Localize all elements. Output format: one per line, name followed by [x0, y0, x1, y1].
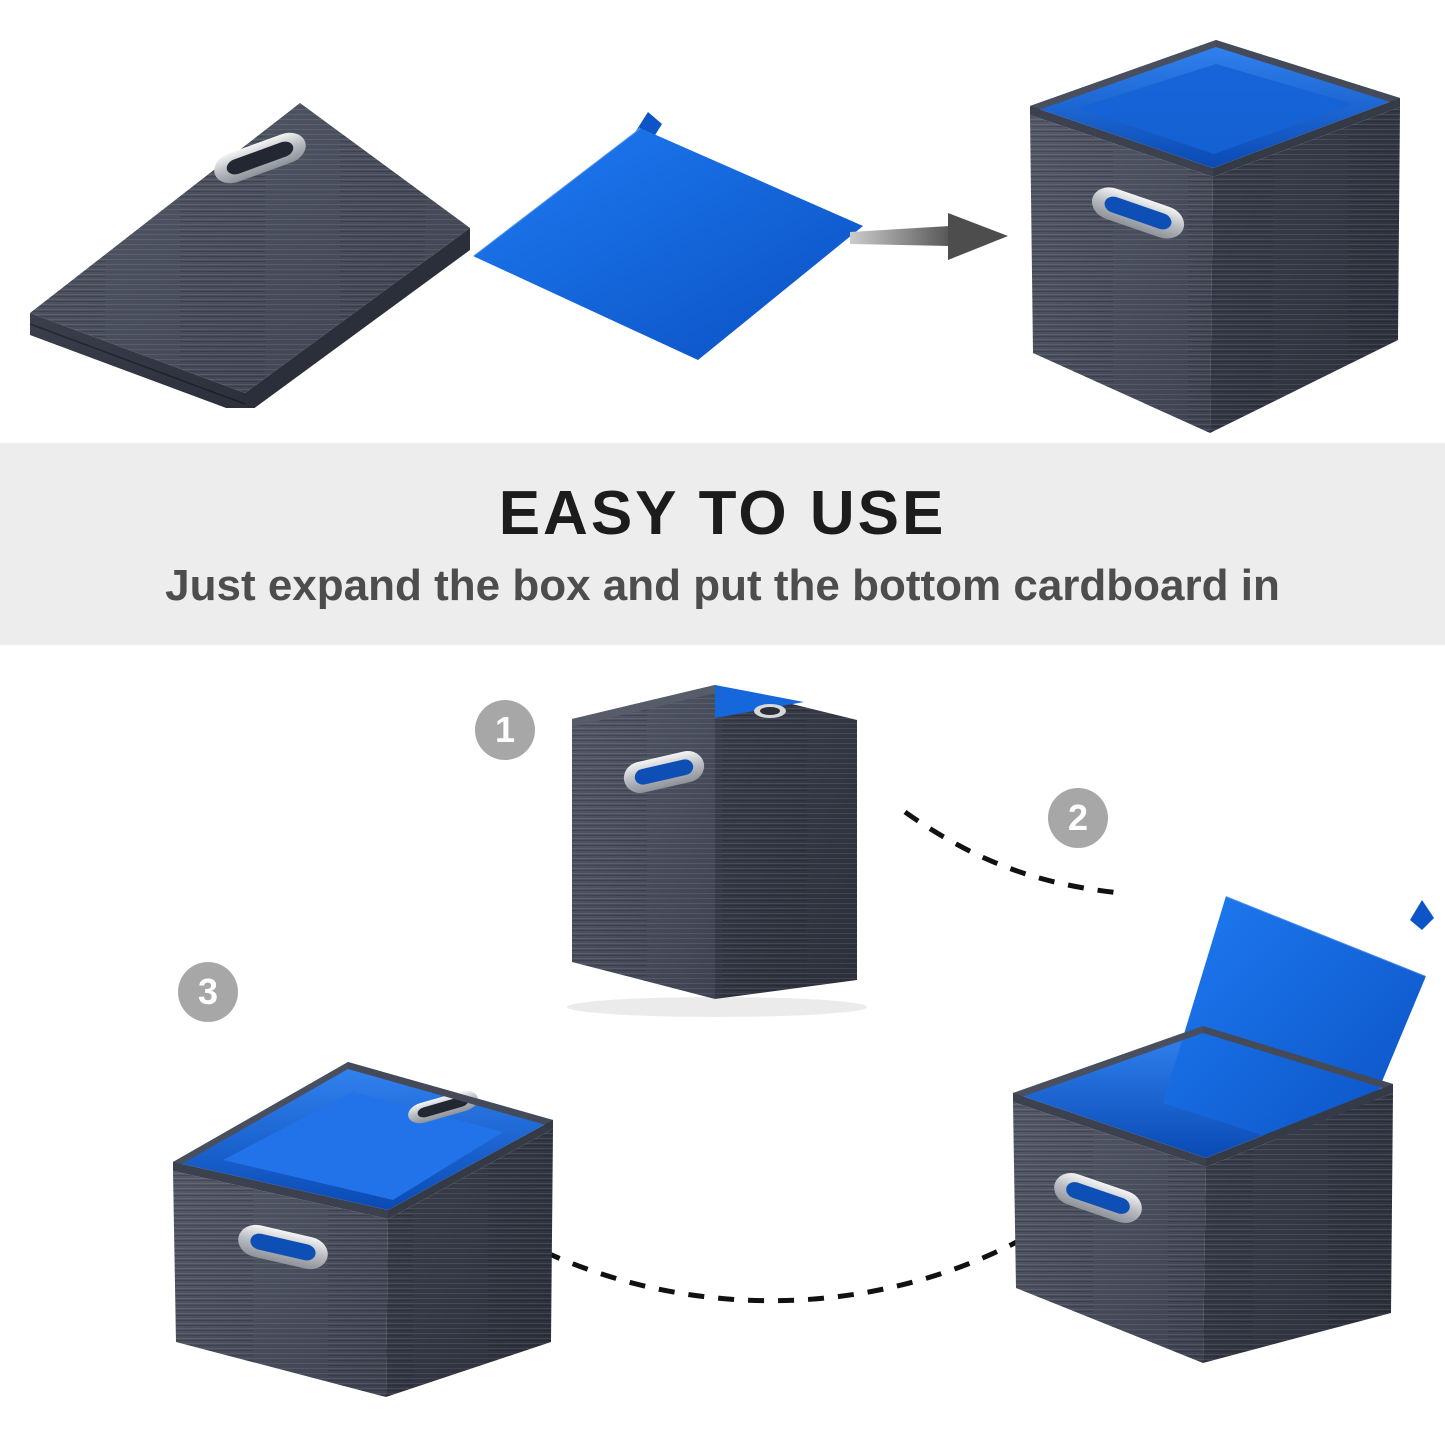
step-1-badge: 1 — [475, 700, 535, 760]
finished-storage-cube — [173, 1062, 553, 1397]
arrow-icon — [848, 200, 1013, 280]
assembled-storage-cube — [1030, 40, 1400, 433]
blue-cardboard-sheet — [1163, 895, 1434, 1163]
blue-cardboard-sheet — [472, 112, 863, 360]
banner: EASY TO USE Just expand the box and put … — [0, 443, 1445, 645]
step-2-photo — [998, 858, 1445, 1363]
half-expanded-box — [567, 685, 867, 1017]
step-3-photo — [158, 1012, 573, 1397]
banner-title: EASY TO USE — [498, 478, 947, 548]
folded-box-photo — [10, 88, 480, 415]
step-3-badge: 3 — [178, 962, 238, 1022]
banner-subtitle: Just expand the box and put the bottom c… — [165, 560, 1280, 610]
dashed-connector-3-2 — [543, 1225, 1044, 1304]
cube-with-cardboard-inserting — [1013, 895, 1434, 1363]
step-2-badge: 2 — [1048, 788, 1108, 848]
step-1-photo — [552, 662, 882, 1022]
folded-fabric-box — [29, 103, 470, 415]
assembled-cube-photo — [1018, 28, 1418, 443]
cardboard-bottom-photo — [458, 108, 878, 378]
